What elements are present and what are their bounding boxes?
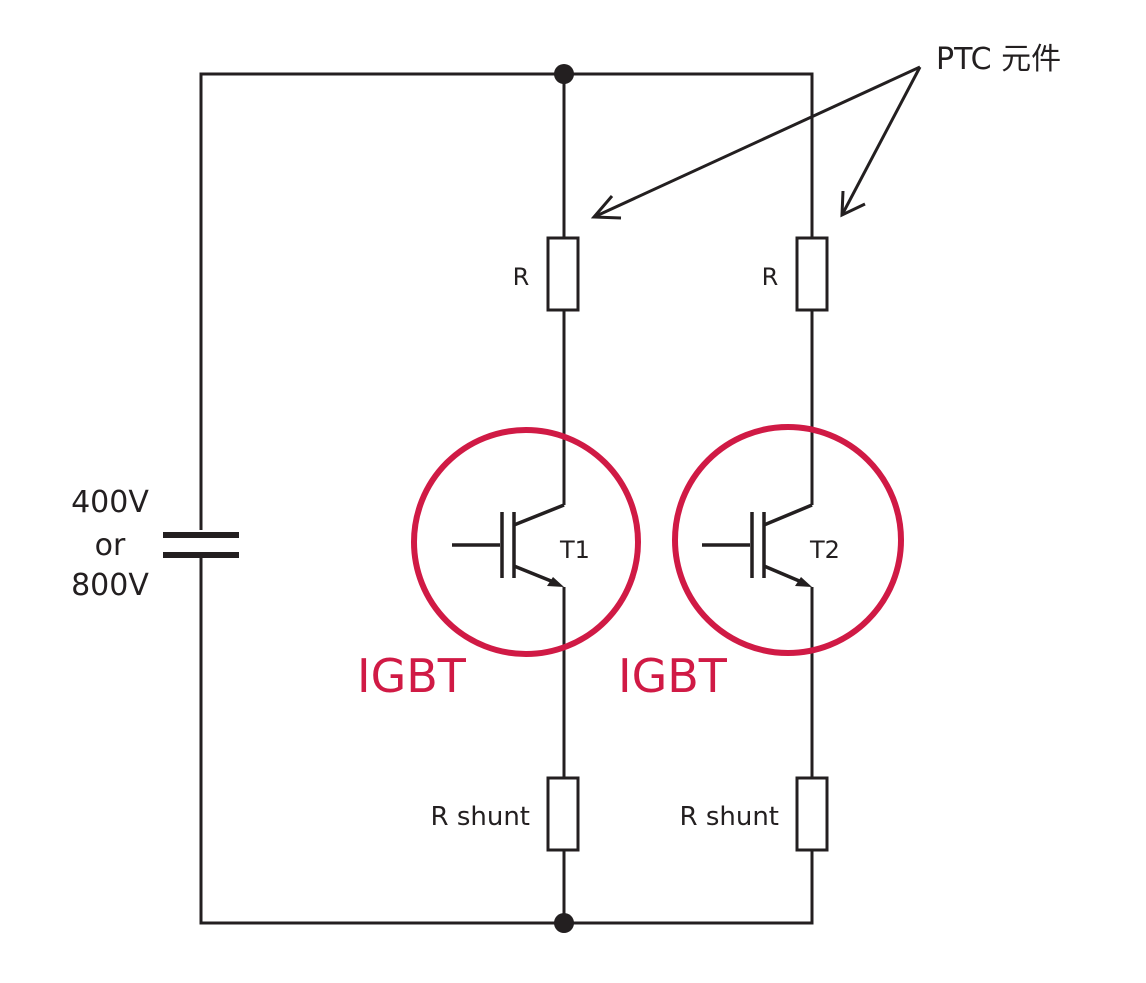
source-voltage-line3: 800V xyxy=(71,568,149,603)
ptc-label: PTC 元件 xyxy=(936,42,1061,77)
shunt-label-1: R shunt xyxy=(430,802,530,832)
ptc-resistor-1 xyxy=(546,236,580,312)
shunt-resistor-1 xyxy=(546,776,580,852)
outer-wire-loop xyxy=(199,72,814,925)
igbt-label-1: IGBT xyxy=(357,649,467,703)
resistor-label-1: R xyxy=(513,263,530,291)
igbt-label-2: IGBT xyxy=(618,649,728,703)
branch-1 xyxy=(411,74,641,923)
transistor-label-2: T2 xyxy=(809,536,840,564)
igbt-highlight-ring-2 xyxy=(672,424,904,656)
resistor-label-2: R xyxy=(762,263,779,291)
ptc-callout-arrows xyxy=(590,65,922,220)
igbt-highlight-ring-1 xyxy=(411,427,641,657)
ptc-resistor-2 xyxy=(795,236,829,312)
shunt-resistor-2 xyxy=(795,776,829,852)
branch-2 xyxy=(672,236,904,852)
source-voltage-line2: or xyxy=(95,528,126,563)
transistor-label-1: T1 xyxy=(559,536,590,564)
shunt-label-2: R shunt xyxy=(679,802,779,832)
source-voltage-line1: 400V xyxy=(71,485,149,520)
igbt-symbol-2 xyxy=(702,503,813,587)
capacitor-symbol xyxy=(163,532,239,558)
igbt-symbol-1 xyxy=(452,503,565,587)
